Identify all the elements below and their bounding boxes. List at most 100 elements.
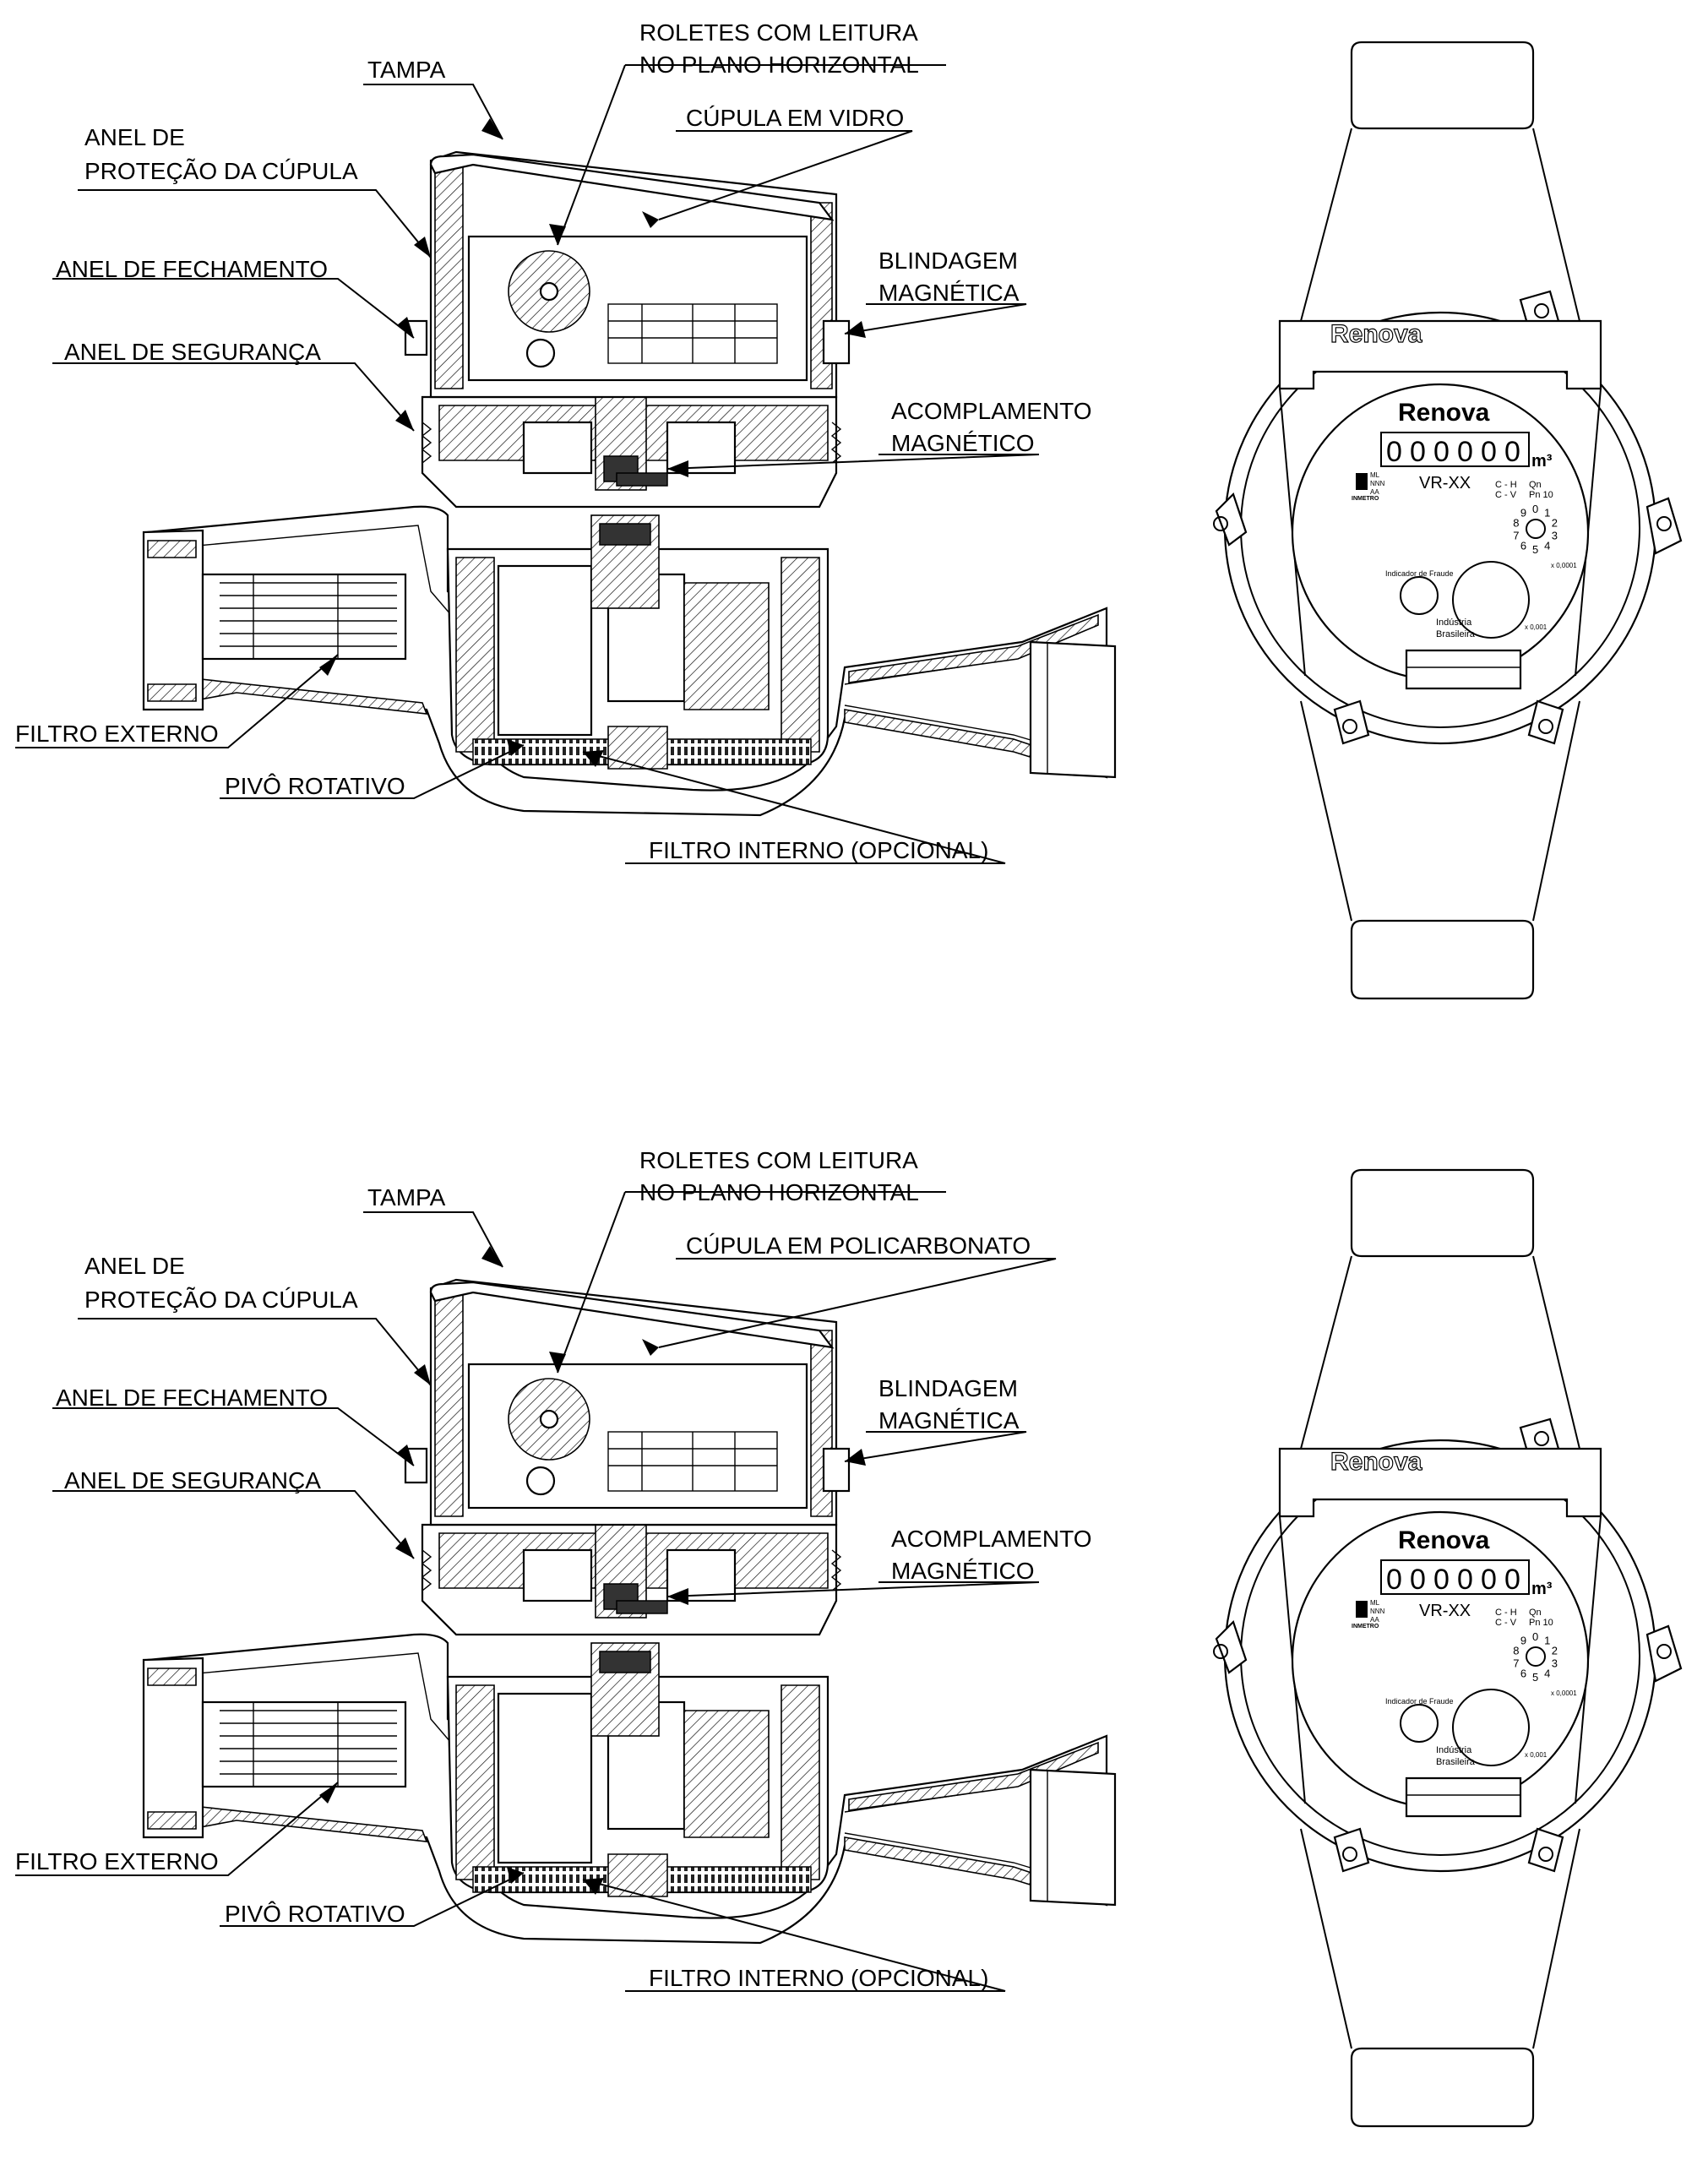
- face-brand: Renova: [1398, 1526, 1490, 1554]
- digit: 0: [1457, 436, 1473, 468]
- digit: 0: [1386, 1564, 1402, 1596]
- dial-numeral: 9: [1520, 507, 1526, 520]
- label-anel-seguranca: ANEL DE SEGURANÇA: [64, 1467, 321, 1494]
- lid-brand: Renova: [1330, 320, 1422, 348]
- digit: 0: [1386, 436, 1402, 468]
- dial-numeral: 8: [1513, 517, 1519, 530]
- digit: 0: [1504, 1564, 1520, 1596]
- ch-label: C - H: [1495, 480, 1517, 490]
- meter-face-bottom: Renova Renova 0 0 0 0 0 0 m³ VR-XX C - H…: [1330, 1447, 1577, 1767]
- inmetro-logo: [1356, 1601, 1368, 1618]
- dial-numeral: 3: [1552, 529, 1558, 541]
- label-cupula: CÚPULA EM VIDRO: [686, 105, 904, 131]
- label-pivo: PIVÔ ROTATIVO: [225, 1901, 405, 1927]
- dial-numeral: 1: [1544, 1635, 1550, 1647]
- odometer-digits: 0 0 0 0 0 0: [1386, 1564, 1520, 1596]
- qn-label: Qn: [1529, 1608, 1542, 1618]
- inmetro-label: INMETRO: [1352, 1624, 1379, 1630]
- model-label: VR-XX: [1419, 474, 1471, 492]
- model-label: VR-XX: [1419, 1602, 1471, 1620]
- lid-brand: Renova: [1330, 1448, 1422, 1476]
- dial-numeral: 6: [1520, 1667, 1526, 1679]
- big-dial: [1452, 1689, 1530, 1766]
- fraud-indicator: [1400, 1704, 1439, 1743]
- label-blindagem-2: MAGNÉTICA: [878, 1407, 1020, 1434]
- dial-numeral: 6: [1520, 539, 1526, 552]
- dial-numeral: 4: [1544, 539, 1550, 552]
- dial-numeral: 8: [1513, 1645, 1519, 1657]
- digit: 0: [1433, 436, 1450, 468]
- meter-front-drawing: [1212, 41, 1683, 1000]
- big-dial: [1452, 561, 1530, 639]
- dial-numeral: 0: [1532, 1630, 1538, 1643]
- unit-label: m³: [1531, 1580, 1553, 1598]
- label-anel-protecao-2: PROTEÇÃO DA CÚPULA: [84, 158, 358, 184]
- label-roletes-1: ROLETES COM LEITURA: [639, 1147, 918, 1173]
- inmetro-label: INMETRO: [1352, 496, 1379, 502]
- cv-label: C - V: [1495, 1618, 1517, 1628]
- dial-numeral: 9: [1520, 1635, 1526, 1647]
- label-blindagem-1: BLINDAGEM: [878, 248, 1018, 274]
- label-roletes-2: NO PLANO HORIZONTAL: [639, 52, 919, 78]
- meter-front-drawing: [1212, 1168, 1683, 2128]
- label-roletes-1: ROLETES COM LEITURA: [639, 19, 918, 46]
- label-filtro-interno: FILTRO INTERNO (OPCIONAL): [649, 1965, 988, 1991]
- digit: 0: [1410, 1564, 1426, 1596]
- label-filtro-externo: FILTRO EXTERNO: [15, 1848, 219, 1874]
- label-acoplamento-2: MAGNÉTICO: [891, 430, 1035, 456]
- aa-mark: AA: [1370, 488, 1379, 496]
- label-anel-protecao-1: ANEL DE: [84, 1253, 185, 1279]
- qn-label: Qn: [1529, 480, 1542, 490]
- label-blindagem-1: BLINDAGEM: [878, 1375, 1018, 1401]
- aa-mark: AA: [1370, 1616, 1379, 1624]
- fraud-indicator: [1400, 576, 1439, 615]
- dial-numeral: 3: [1552, 1657, 1558, 1669]
- label-anel-protecao-1: ANEL DE: [84, 124, 185, 150]
- ml-mark: ML: [1370, 471, 1380, 479]
- dial-numeral: 7: [1513, 529, 1519, 541]
- digit: 0: [1410, 436, 1426, 468]
- fraud-label: Indicador de Fraude: [1385, 569, 1454, 578]
- small-dial-mult: x 0,0001: [1551, 562, 1577, 569]
- label-acoplamento-1: ACOMPLAMENTO: [891, 1526, 1092, 1552]
- industry-label-2: Brasileira: [1436, 1757, 1476, 1767]
- industry-label-1: Indústria: [1436, 1745, 1472, 1755]
- label-anel-seguranca: ANEL DE SEGURANÇA: [64, 339, 321, 365]
- inmetro-logo: [1356, 473, 1368, 490]
- digit: 0: [1481, 1564, 1497, 1596]
- digit: 0: [1433, 1564, 1450, 1596]
- dial-numeral: 1: [1544, 507, 1550, 520]
- ml-mark: ML: [1370, 1599, 1380, 1607]
- label-anel-protecao-2: PROTEÇÃO DA CÚPULA: [84, 1287, 358, 1313]
- label-blindagem-2: MAGNÉTICA: [878, 280, 1020, 306]
- odometer-digits: 0 0 0 0 0 0: [1386, 436, 1520, 468]
- dial-numeral: 2: [1552, 517, 1558, 530]
- cv-label: C - V: [1495, 490, 1517, 500]
- bottom-view: TAMPA ROLETES COM LEITURA NO PLANO HORIZ…: [15, 1147, 1683, 2128]
- label-pivo: PIVÔ ROTATIVO: [225, 773, 405, 799]
- pn-label: Pn 10: [1529, 490, 1553, 500]
- unit-label: m³: [1531, 452, 1553, 471]
- top-view: TAMPA ROLETES COM LEITURA NO PLANO HORIZ…: [15, 19, 1683, 1000]
- industry-label-1: Indústria: [1436, 618, 1472, 628]
- dial-numeral: 4: [1544, 1667, 1550, 1679]
- industry-label-2: Brasileira: [1436, 629, 1476, 639]
- dial-numeral: 7: [1513, 1657, 1519, 1669]
- digit: 0: [1457, 1564, 1473, 1596]
- fraud-label: Indicador de Fraude: [1385, 1697, 1454, 1706]
- ch-label: C - H: [1495, 1608, 1517, 1618]
- label-acoplamento-2: MAGNÉTICO: [891, 1558, 1035, 1584]
- meter-face-top: Renova Renova 0 0 0 0 0 0 m³ VR-XX C - H…: [1330, 319, 1577, 639]
- small-dial: [1526, 519, 1546, 539]
- big-dial-mult: x 0,001: [1525, 623, 1548, 631]
- label-filtro-interno: FILTRO INTERNO (OPCIONAL): [649, 837, 988, 863]
- pn-label: Pn 10: [1529, 1618, 1553, 1628]
- label-tampa: TAMPA: [367, 1184, 446, 1211]
- digit: 0: [1481, 436, 1497, 468]
- digit: 0: [1504, 436, 1520, 468]
- small-dial-mult: x 0,0001: [1551, 1689, 1577, 1697]
- label-roletes-2: NO PLANO HORIZONTAL: [639, 1179, 919, 1205]
